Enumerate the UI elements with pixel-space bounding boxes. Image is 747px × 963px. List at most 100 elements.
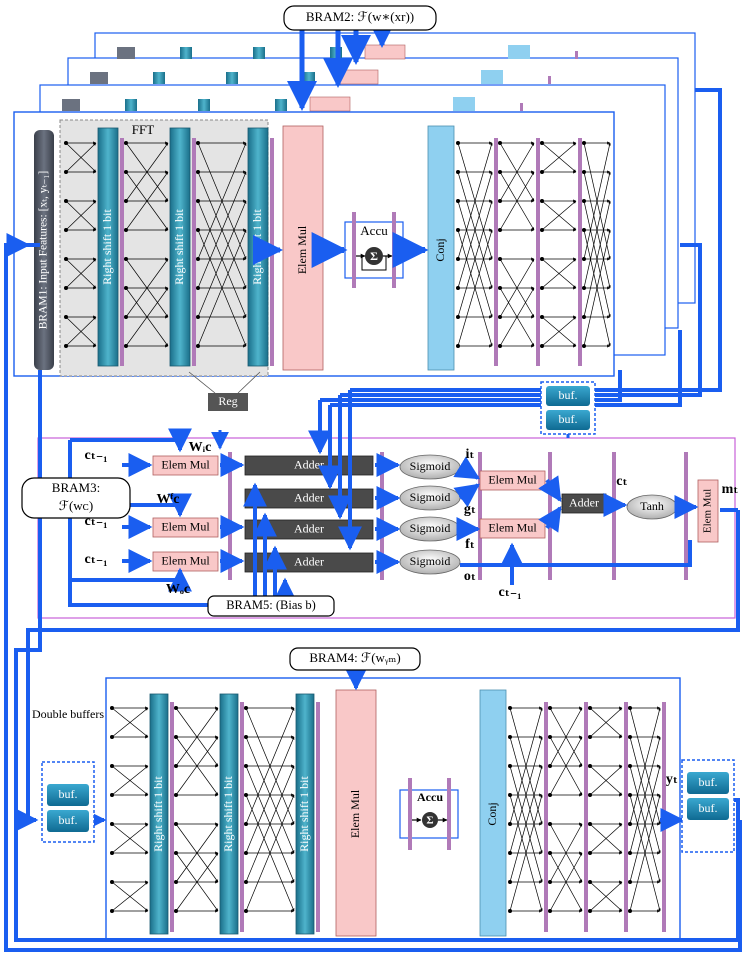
butterfly-node bbox=[124, 344, 128, 348]
butterfly-wire bbox=[589, 881, 623, 912]
bram-hint bbox=[62, 99, 80, 111]
buf-right-2 bbox=[687, 798, 729, 820]
butterfly-node bbox=[628, 880, 632, 884]
butterfly-wire bbox=[111, 881, 149, 912]
butterfly-node bbox=[508, 735, 512, 739]
butterfly-node bbox=[174, 793, 178, 797]
butterfly-node bbox=[582, 141, 586, 145]
butterfly-node bbox=[244, 735, 248, 739]
buf-left-2 bbox=[47, 810, 89, 832]
fft-label: FFT bbox=[132, 122, 154, 137]
butterfly-node bbox=[540, 315, 544, 319]
butterfly-wire bbox=[541, 258, 577, 289]
butterfly-node bbox=[548, 706, 552, 710]
butterfly-node bbox=[196, 344, 200, 348]
butterfly-wire bbox=[111, 765, 149, 796]
elem-mul-label: Elem Mul bbox=[348, 789, 362, 838]
bram-hint bbox=[117, 47, 135, 59]
butterfly-node bbox=[244, 706, 248, 710]
butterfly-wire bbox=[629, 765, 661, 883]
buf-label: buf. bbox=[59, 787, 78, 801]
butterfly-node bbox=[110, 822, 114, 826]
buf-top-1 bbox=[546, 386, 590, 406]
butterfly-node bbox=[508, 793, 512, 797]
conj-hint bbox=[453, 97, 475, 111]
butterfly-wire bbox=[629, 707, 661, 825]
shift-hint bbox=[226, 72, 238, 84]
butterfly-node bbox=[498, 286, 502, 290]
butterfly-wire bbox=[499, 287, 535, 347]
butterfly-node bbox=[196, 257, 200, 261]
butterfly-wire bbox=[125, 258, 169, 318]
right-shift-block bbox=[149, 693, 169, 935]
c-t-label: cₜ bbox=[616, 474, 627, 489]
pipeline-register bbox=[170, 702, 174, 932]
butterfly-wire bbox=[629, 794, 661, 912]
adder-label: Adder bbox=[294, 457, 324, 471]
elem-mul-label: Elem Mul bbox=[702, 489, 714, 533]
pipeline-register bbox=[548, 452, 552, 580]
butterfly-node bbox=[508, 909, 512, 913]
butterfly-wire bbox=[541, 316, 577, 347]
butterfly-node bbox=[456, 170, 460, 174]
butterfly-wire bbox=[589, 823, 623, 854]
elem-mul-label: Elem Mul bbox=[488, 520, 537, 534]
conj-label: Conj bbox=[485, 802, 499, 825]
data-path bbox=[538, 475, 562, 503]
butterfly-node bbox=[498, 199, 502, 203]
data-path bbox=[340, 243, 702, 397]
elem-mul-hint bbox=[337, 69, 379, 85]
sigmoid-label: Sigmoid bbox=[410, 459, 451, 473]
butterfly-node bbox=[540, 257, 544, 261]
butterfly-node bbox=[456, 228, 460, 232]
butterfly-wire bbox=[111, 707, 149, 738]
butterfly-node bbox=[64, 170, 68, 174]
g-t-label: gₜ bbox=[464, 502, 476, 517]
butterfly-wire bbox=[549, 823, 583, 883]
butterfly-node bbox=[64, 199, 68, 203]
pipeline-register bbox=[684, 452, 688, 580]
butterfly-wire bbox=[629, 736, 661, 854]
buf-top-2 bbox=[546, 410, 590, 430]
butterfly-node bbox=[64, 257, 68, 261]
w-fc-label: Wᶠc bbox=[157, 492, 180, 507]
butterfly-node bbox=[498, 344, 502, 348]
pipeline-register bbox=[494, 138, 498, 366]
butterfly-node bbox=[124, 315, 128, 319]
butterfly-wire bbox=[65, 200, 97, 231]
butterfly-node bbox=[540, 199, 544, 203]
pipeline-register bbox=[544, 702, 548, 932]
accu-label: Accu bbox=[417, 790, 443, 804]
butterfly-wire bbox=[509, 736, 543, 854]
fft-region bbox=[59, 119, 269, 377]
butterfly-wire bbox=[457, 171, 493, 289]
butterfly-node bbox=[64, 141, 68, 145]
butterfly-node bbox=[196, 315, 200, 319]
butterfly-wire bbox=[245, 794, 295, 912]
butterfly-node bbox=[196, 170, 200, 174]
butterfly-node bbox=[588, 909, 592, 913]
data-path bbox=[14, 370, 740, 942]
butterfly-node bbox=[174, 880, 178, 884]
c-t-minus-1-label: cₜ₋₁ bbox=[85, 514, 108, 529]
butterfly-node bbox=[540, 344, 544, 348]
shift-hint bbox=[153, 72, 165, 84]
pipeline-register bbox=[120, 138, 124, 366]
butterfly-wire bbox=[499, 258, 535, 318]
elem-mul-label: Elem Mul bbox=[161, 457, 210, 471]
bram1-label: BRAM1: Input Features: [xₜ, yₜ₋₁] bbox=[38, 171, 50, 330]
accu-register bbox=[352, 212, 356, 288]
bram2-box bbox=[283, 5, 437, 31]
adder-label: Adder bbox=[294, 554, 324, 568]
butterfly-wire bbox=[457, 200, 493, 318]
butterfly-node bbox=[628, 793, 632, 797]
butterfly-wire bbox=[197, 229, 247, 347]
reg-hint bbox=[575, 51, 578, 59]
butterfly-node bbox=[456, 286, 460, 290]
elem-mul-block-bottom bbox=[335, 689, 377, 937]
butterfly-node bbox=[244, 851, 248, 855]
butterfly-node bbox=[110, 764, 114, 768]
butterfly-node bbox=[124, 199, 128, 203]
bram2-label: BRAM2: ℱ(w∗(xr)) bbox=[306, 9, 414, 24]
